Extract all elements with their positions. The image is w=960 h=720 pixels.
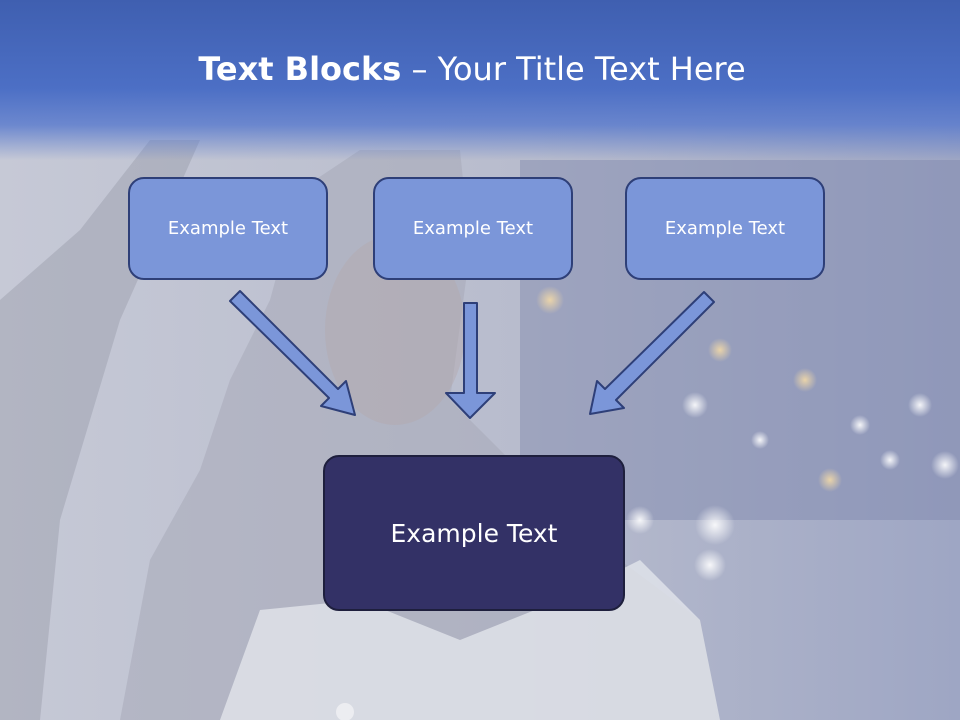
arrow-left [229, 290, 356, 416]
text-block-top-center-label: Example Text [412, 218, 534, 239]
text-block-top-left[interactable]: Example Text [128, 177, 328, 280]
arrow-center [445, 302, 496, 419]
title-rest: – Your Title Text Here [401, 50, 746, 88]
text-block-top-right-label: Example Text [664, 218, 786, 239]
text-block-top-center[interactable]: Example Text [373, 177, 573, 280]
title-band [0, 0, 960, 160]
slide-title: Text Blocks – Your Title Text Here [0, 50, 944, 88]
arrow-right [589, 291, 715, 415]
title-strong: Text Blocks [198, 50, 402, 88]
text-block-main-label: Example Text [390, 518, 558, 548]
text-block-main[interactable]: Example Text [323, 455, 625, 611]
text-block-top-right[interactable]: Example Text [625, 177, 825, 280]
text-block-top-left-label: Example Text [167, 218, 289, 239]
